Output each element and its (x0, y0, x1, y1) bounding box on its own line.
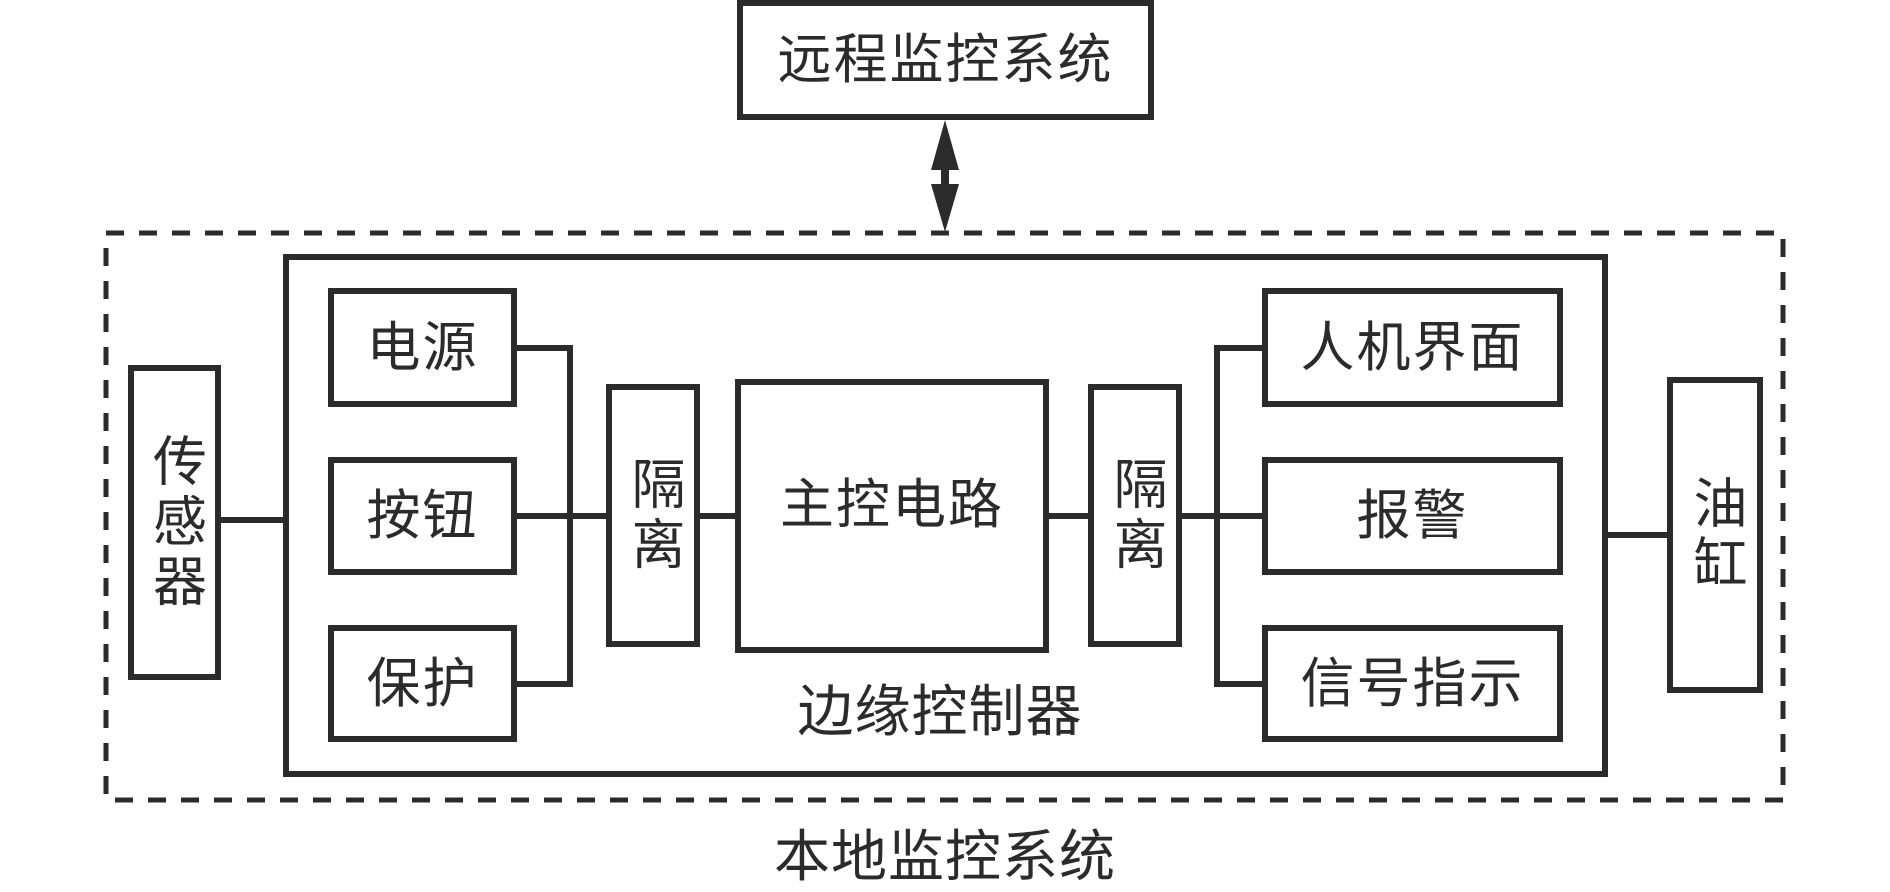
protection-box: 保护 (328, 625, 517, 742)
button-box: 按钮 (328, 457, 517, 575)
isolation-right-label: 隔离 (1104, 455, 1167, 576)
hmi-label: 人机界面 (1300, 315, 1525, 379)
remote-monitoring-label: 远程监控系统 (777, 28, 1114, 91)
signal-indicator-box: 信号指示 (1262, 625, 1563, 742)
bidirectional-arrow-icon (931, 120, 959, 232)
isolation-right-box: 隔离 (1088, 384, 1182, 647)
edge-controller-box (283, 254, 1608, 777)
cylinder-label: 油缸 (1684, 475, 1747, 595)
button-label: 按钮 (366, 484, 479, 547)
local-system-boundary (103, 230, 1786, 803)
sensor-label: 传感器 (143, 432, 207, 613)
remote-monitoring-box: 远程监控系统 (737, 0, 1154, 120)
local-monitoring-label: 本地监控系统 (774, 825, 1116, 890)
power-box: 电源 (328, 288, 517, 407)
sensor-box: 传感器 (128, 365, 221, 680)
signal-indicator-label: 信号指示 (1300, 651, 1525, 715)
power-label: 电源 (366, 315, 479, 379)
protection-label: 保护 (366, 651, 479, 715)
main-control-label: 主控电路 (780, 473, 1004, 536)
alarm-box: 报警 (1262, 457, 1563, 575)
main-control-box: 主控电路 (735, 379, 1049, 653)
hmi-box: 人机界面 (1262, 288, 1563, 407)
alarm-label: 报警 (1356, 484, 1469, 547)
edge-controller-label: 边缘控制器 (797, 680, 1083, 745)
isolation-left-label: 隔离 (622, 455, 685, 576)
isolation-left-box: 隔离 (606, 384, 700, 647)
cylinder-box: 油缸 (1667, 377, 1763, 693)
